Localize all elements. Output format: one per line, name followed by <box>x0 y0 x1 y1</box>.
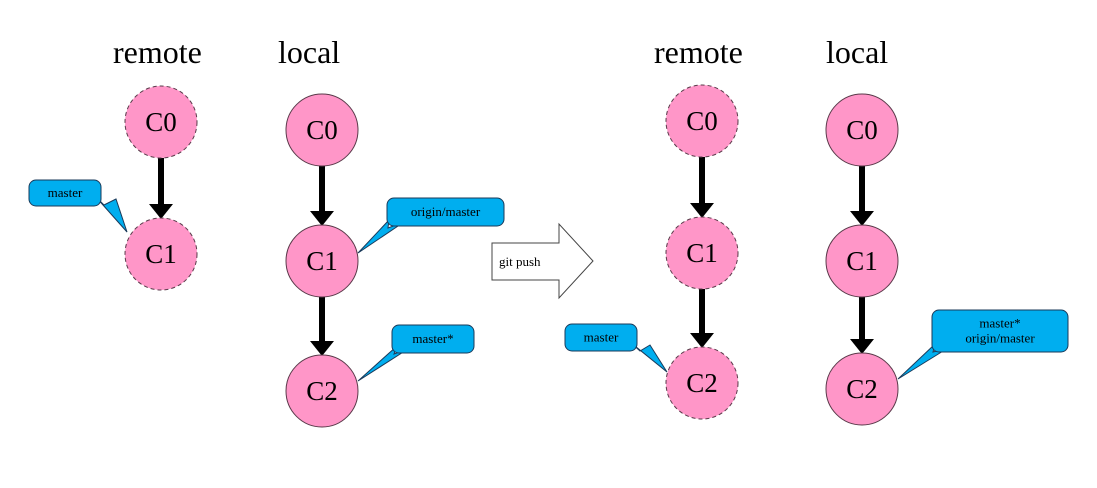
before-local-title: local <box>278 34 340 70</box>
before-remote-edge-arrowhead <box>149 204 173 219</box>
after-remote-edge-arrowhead <box>690 333 714 348</box>
after-local-commit-c1 <box>825 224 899 298</box>
after-local-commit-label: C0 <box>846 115 878 145</box>
after-local-edge-arrowhead <box>850 211 874 226</box>
before-local-branch-callout <box>391 324 475 354</box>
before-local-branch-label: master* <box>412 331 453 346</box>
before-remote-branch-callout <box>28 179 102 207</box>
before-remote-branch-label: master <box>48 185 83 200</box>
after-remote-commit-label: C0 <box>686 106 718 136</box>
before-local-commit-c2 <box>285 354 359 428</box>
before-local-commit-label: C2 <box>306 376 338 406</box>
before-local-edge-arrowhead <box>310 341 334 356</box>
after-remote-branch-label: master <box>584 330 619 345</box>
before-local-branch-callout <box>386 197 505 227</box>
git-push-label: git push <box>499 254 541 269</box>
after-local-branch-callout <box>931 309 1069 353</box>
after-local-title: local <box>826 34 888 70</box>
after-remote-commit-c2 <box>665 346 739 420</box>
before-local-edge-arrowhead <box>310 211 334 226</box>
git-push-arrow: git push <box>491 222 594 300</box>
after-local-branch-label: origin/master <box>965 331 1035 346</box>
before-local-branch-label: origin/master <box>411 204 481 219</box>
before-local-commit-label: C1 <box>306 246 338 276</box>
before-remote-commit-c0 <box>124 85 198 159</box>
after-remote-commit-label: C1 <box>686 238 718 268</box>
before-local-commit-c0 <box>285 93 359 167</box>
after-local-commit-label: C2 <box>846 374 878 404</box>
after-remote-commit-label: C2 <box>686 368 718 398</box>
git-push-arrow-shape <box>491 222 594 300</box>
before-remote-branch-pointer <box>94 195 128 233</box>
before-local-commit-c1 <box>285 224 359 298</box>
after-remote-commit-c1 <box>665 216 739 290</box>
before-remote-commit-label: C0 <box>145 107 177 137</box>
after-remote-edge-arrowhead <box>690 203 714 218</box>
after-remote-title: remote <box>654 34 743 70</box>
before-remote-commit-label: C1 <box>145 239 177 269</box>
after-remote-branch-pointer <box>629 341 668 373</box>
after-remote-branch-callout <box>564 323 638 352</box>
after-local-edge-arrowhead <box>850 339 874 354</box>
after-local-commit-c0 <box>825 93 899 167</box>
before-local-commit-label: C0 <box>306 115 338 145</box>
after-local-commit-label: C1 <box>846 246 878 276</box>
before-remote-title: remote <box>113 34 202 70</box>
after-local-branch-label: master* <box>979 316 1020 331</box>
after-local-commit-c2 <box>825 352 899 426</box>
after-remote-commit-c0 <box>665 84 739 158</box>
before-remote-commit-c1 <box>124 217 198 291</box>
